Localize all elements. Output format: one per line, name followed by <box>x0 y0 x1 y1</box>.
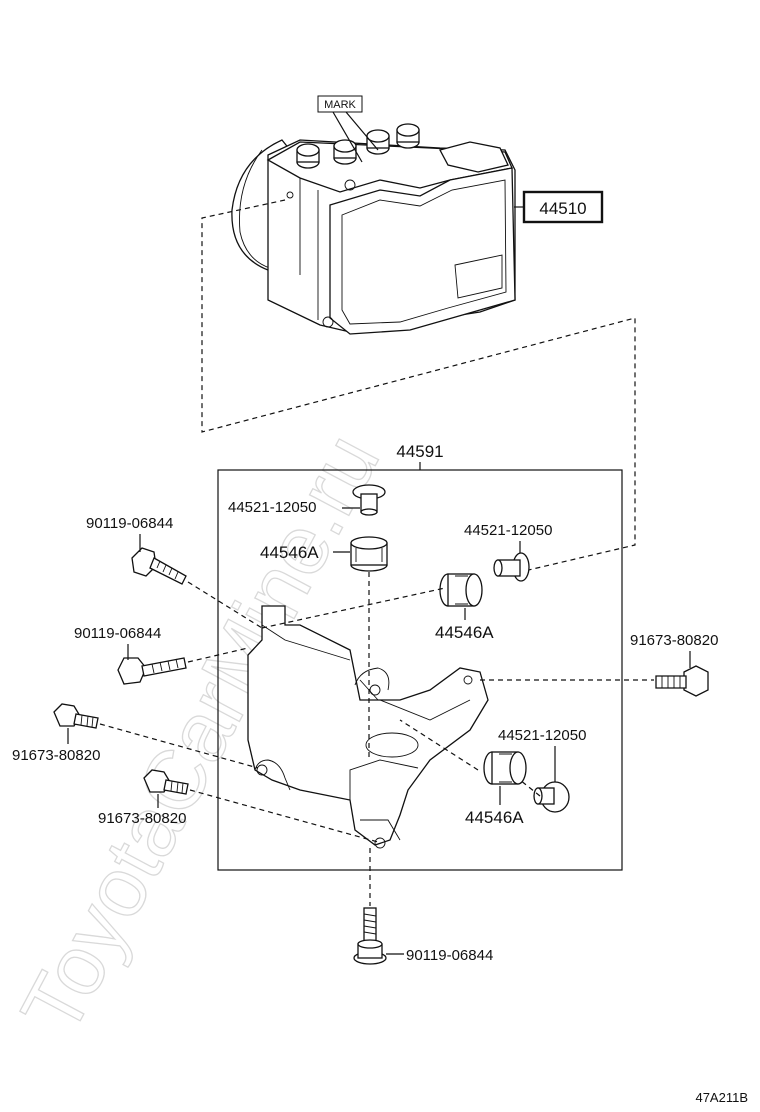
collar-right <box>493 552 530 582</box>
label-bolt-top-left: 90119-06844 <box>86 515 173 532</box>
bolt-bottom <box>353 907 387 965</box>
part-number-44510: 44510 <box>539 199 586 218</box>
mark-label-box <box>317 95 363 113</box>
bolt-lower-left <box>53 703 99 729</box>
label-grommet-right: 44546A <box>435 623 494 642</box>
bracket-group-frame <box>217 469 623 871</box>
label-collar-right: 44521-12050 <box>464 522 552 539</box>
label-grommet-lower: 44546A <box>465 808 524 827</box>
collar-lower-right <box>533 781 570 813</box>
label-bolt-bottom: 90119-06844 <box>406 947 493 964</box>
label-bolt-lower-left: 91673-80820 <box>12 747 100 764</box>
bolt-bottom-left <box>143 769 189 795</box>
collar-top <box>352 484 386 516</box>
grommet-right <box>439 573 483 607</box>
label-bolt-mid-left: 90119-06844 <box>74 625 161 642</box>
bolt-mid-left <box>117 657 187 685</box>
grommet-left <box>350 536 388 572</box>
part-number-44591: 44591 <box>396 442 443 461</box>
label-collar-lower-right: 44521-12050 <box>498 727 586 744</box>
hydraulic-port <box>396 123 420 149</box>
diagram-code: 47A211B <box>695 1090 748 1105</box>
abs-actuator-assembly <box>231 123 516 335</box>
bolt-top-left <box>131 547 187 585</box>
label-grommet-left: 44546A <box>260 543 319 562</box>
hydraulic-port <box>333 139 357 165</box>
assembly-guide-line <box>201 199 636 573</box>
label-bolt-right: 91673-80820 <box>630 632 718 649</box>
bracket <box>247 605 489 849</box>
hydraulic-port <box>366 129 390 155</box>
bolt-right <box>655 665 709 697</box>
hydraulic-port <box>296 143 320 169</box>
label-bolt-bottom-left: 91673-80820 <box>98 810 186 827</box>
label-collar-top: 44521-12050 <box>228 499 316 516</box>
grommet-lower <box>483 751 527 785</box>
mark-label: MARK <box>324 99 356 111</box>
